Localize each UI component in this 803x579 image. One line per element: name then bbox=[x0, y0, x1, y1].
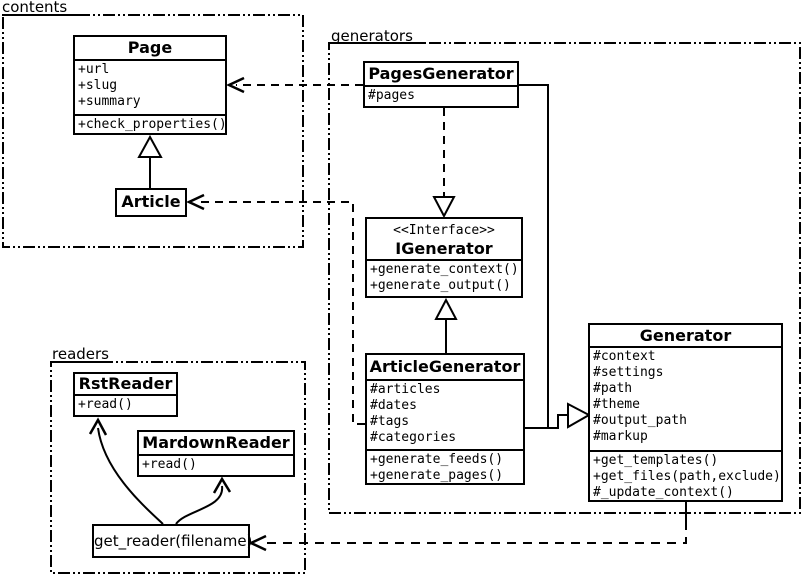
attribute: #path bbox=[593, 381, 633, 396]
class-rstreader-methods: +read() bbox=[75, 394, 176, 415]
class-markdownreader-methods: +read() bbox=[139, 454, 293, 475]
interface-igenerator-header: <<Interface>> IGenerator bbox=[367, 219, 521, 259]
class-page-name: Page bbox=[127, 38, 173, 57]
class-article: Article bbox=[115, 188, 187, 217]
class-articlegenerator: ArticleGenerator #articles #dates #tags … bbox=[365, 353, 525, 485]
dependency-articlegenerator-to-article-line bbox=[198, 201, 365, 425]
method: +generate_pages() bbox=[370, 468, 504, 483]
method: +generate_feeds() bbox=[370, 452, 504, 467]
interface-igenerator-methods: +generate_context() +generate_output() bbox=[367, 259, 521, 298]
package-label-generators: generators bbox=[331, 27, 413, 45]
class-rstreader: RstReader +read() bbox=[73, 372, 178, 417]
method: #_update_context() bbox=[593, 485, 734, 500]
attribute: +url bbox=[78, 62, 110, 77]
generalization-articlegenerator-to-generator-line bbox=[525, 414, 568, 429]
attribute: #categories bbox=[370, 430, 457, 445]
association-getreader-to-markdownreader-line bbox=[175, 485, 224, 525]
attribute: #markup bbox=[593, 429, 648, 444]
method: +generate_context() bbox=[370, 262, 519, 277]
package-label-readers: readers bbox=[52, 345, 109, 363]
function-get-reader: get_reader(filename) bbox=[92, 524, 252, 558]
attribute: #output_path bbox=[593, 413, 687, 428]
attribute: #context bbox=[593, 349, 656, 364]
method: +get_files(path,exclude) bbox=[593, 469, 781, 484]
class-pagesgenerator-name: PagesGenerator bbox=[368, 64, 514, 83]
class-generator: Generator #context #settings #path #them… bbox=[588, 323, 783, 502]
package-contents-border bbox=[2, 14, 304, 248]
class-markdownreader-name: MardownReader bbox=[142, 433, 290, 452]
class-pagesgenerator: PagesGenerator #pages bbox=[363, 61, 519, 108]
class-page-methods: +check_properties() bbox=[75, 114, 225, 137]
generalization-article-to-page-triangle bbox=[137, 134, 163, 158]
class-article-name: Article bbox=[121, 192, 181, 211]
association-getreader-to-rstreader-line bbox=[97, 427, 164, 525]
package-label-contents: contents bbox=[2, 0, 68, 16]
attribute: #settings bbox=[593, 365, 664, 380]
class-generator-attributes: #context #settings #path #theme #output_… bbox=[590, 346, 781, 450]
association-getreader-to-rstreader-arrowhead bbox=[88, 417, 108, 436]
generalization-to-generator-triangle bbox=[567, 402, 592, 429]
generalization-pagesgenerator-to-generator-line bbox=[519, 84, 549, 428]
association-getreader-to-markdownreader-arrowhead bbox=[212, 476, 232, 494]
attribute: #articles bbox=[370, 382, 441, 397]
interface-igenerator: <<Interface>> IGenerator +generate_conte… bbox=[365, 217, 523, 298]
class-rstreader-name: RstReader bbox=[78, 374, 173, 393]
attribute: #theme bbox=[593, 397, 640, 412]
class-generator-methods: +get_templates() +get_files(path,exclude… bbox=[590, 450, 781, 504]
interface-stereotype: <<Interface>> bbox=[393, 223, 495, 238]
attribute: +slug bbox=[78, 78, 118, 93]
method: +generate_output() bbox=[370, 278, 511, 293]
generalization-articlegenerator-to-igenerator-triangle bbox=[434, 297, 458, 320]
attribute: +summary bbox=[78, 94, 141, 109]
class-generator-name: Generator bbox=[639, 326, 732, 345]
class-page-attributes: +url +slug +summary bbox=[75, 59, 225, 114]
attribute: #pages bbox=[368, 88, 415, 103]
dependency-generator-to-getreader-line bbox=[260, 521, 687, 544]
package-generators-border bbox=[328, 42, 801, 514]
attribute: #dates bbox=[370, 398, 417, 413]
dependency-articlegenerator-to-article-arrowhead bbox=[186, 193, 205, 211]
dependency-pagesgenerator-to-page-arrowhead bbox=[226, 76, 245, 94]
attribute: #tags bbox=[370, 414, 410, 429]
class-markdownreader: MardownReader +read() bbox=[137, 430, 295, 477]
method: +read() bbox=[78, 397, 133, 412]
dependency-generator-to-getreader-arrowhead bbox=[248, 534, 267, 552]
class-articlegenerator-name: ArticleGenerator bbox=[369, 357, 521, 376]
interface-igenerator-name: IGenerator bbox=[395, 239, 493, 258]
realization-pagesgenerator-to-igenerator-triangle bbox=[432, 196, 456, 219]
method: +check_properties() bbox=[78, 117, 225, 132]
class-page: Page +url +slug +summary +check_properti… bbox=[73, 35, 227, 135]
class-pagesgenerator-attributes: #pages bbox=[365, 85, 517, 108]
class-articlegenerator-methods: +generate_feeds() +generate_pages() bbox=[367, 449, 523, 487]
package-readers-border bbox=[50, 361, 306, 574]
method: +read() bbox=[142, 457, 197, 472]
method: +get_templates() bbox=[593, 453, 719, 468]
class-articlegenerator-attributes: #articles #dates #tags #categories bbox=[367, 379, 523, 449]
